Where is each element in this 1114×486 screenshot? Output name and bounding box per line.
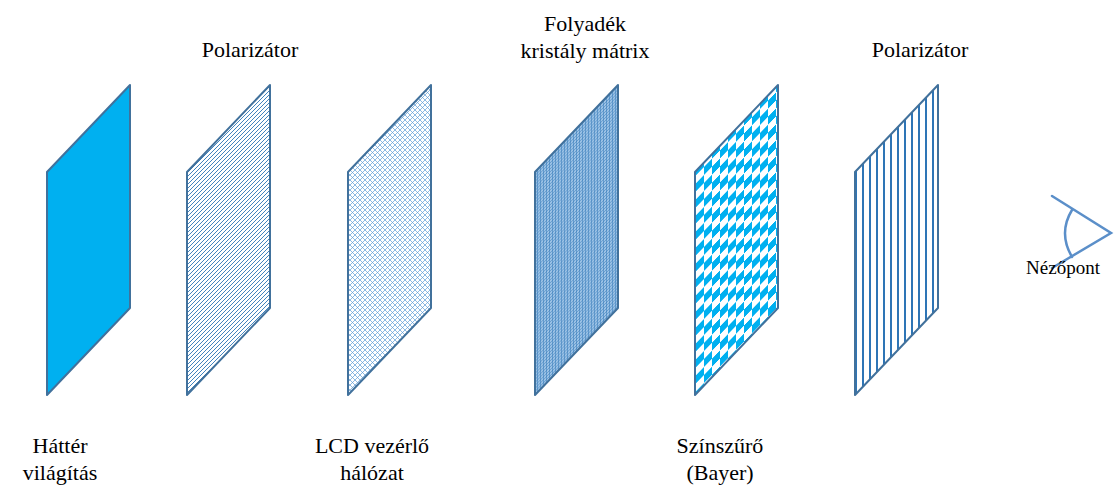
- layer-label: Folyadék kristály mátrix: [520, 10, 650, 64]
- layer-label: Polarizátor: [840, 36, 1000, 63]
- polarizer-panel: [187, 85, 270, 395]
- polarizer-panel: [855, 85, 938, 395]
- control-grid-panel: [348, 85, 431, 395]
- layer-label: Háttér világítás: [5, 432, 115, 486]
- bayer-filter-panel: [695, 85, 778, 395]
- layer-label: Polarizátor: [170, 36, 330, 63]
- backlight-panel: [47, 85, 130, 395]
- layer-label: LCD vezérlő hálózat: [312, 432, 432, 486]
- liquid-crystal-panel: [535, 85, 618, 395]
- layer-label: Színszűrő (Bayer): [665, 432, 775, 486]
- viewpoint-label: Nézőpont: [1015, 254, 1111, 281]
